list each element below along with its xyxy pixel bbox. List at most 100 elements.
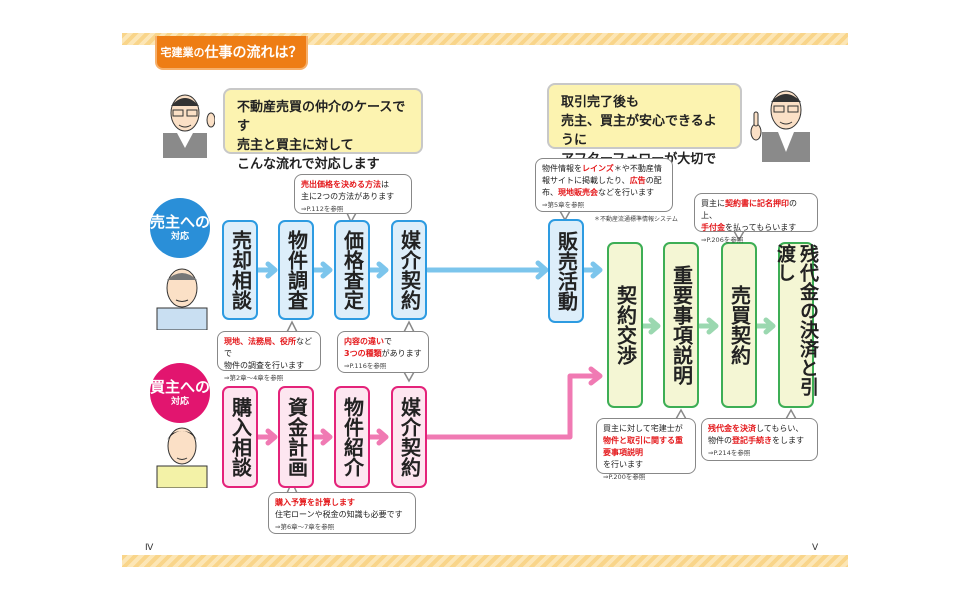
step-label: 媒介契約 (397, 397, 422, 477)
note-text: 買主に対して宅建士が (603, 424, 683, 433)
step-buyer-brokerage-contract[interactable]: 媒介契約 (391, 386, 427, 488)
note-important-matters: 買主に対して宅建士が 物件と取引に関する重要事項説明 を行います ⇒P.200を… (596, 418, 696, 481)
step-seller-brokerage-contract[interactable]: 媒介契約 (391, 220, 427, 320)
note-text: 物件情報を (542, 164, 582, 173)
bottom-stripe (122, 555, 848, 567)
arrow-buyer-1 (255, 428, 278, 446)
arrow-seller-to-sales (425, 260, 549, 280)
step-label: 購入相談 (228, 397, 253, 477)
arrow-closing-3 (754, 317, 776, 335)
step-sales-activity[interactable]: 販売活動 (548, 219, 584, 323)
step-label: 物件調査 (284, 230, 309, 310)
note-text: をします (772, 436, 804, 445)
note-text: などを行います (598, 188, 654, 197)
page-title: 宅建業の 仕事の流れは？ (155, 36, 308, 70)
title-big: 仕事の流れは？ (204, 45, 303, 61)
note-reference: ⇒P.112を参照 (301, 205, 344, 213)
footnote-reins: ＊不動産流通標準情報システム (594, 216, 678, 223)
note-highlight: 3つの種類 (344, 349, 382, 358)
step-price-assessment[interactable]: 価格査定 (334, 220, 370, 320)
note-highlight: 売出価格を決める方法 (301, 180, 381, 189)
arrow-seller-3 (367, 261, 389, 279)
arrow-buyer-to-negotiation (425, 366, 603, 440)
note-text: を払ってもらいます (725, 223, 797, 232)
note-reference: ⇒P.206を参照 (701, 236, 744, 244)
note-reference: ⇒P.200を参照 (603, 473, 646, 481)
note-highlight: 登記手続き (732, 436, 772, 445)
speech-left-line: 売主と買主に対して (237, 138, 354, 153)
buyer-circle: 買主への 対応 (150, 363, 210, 423)
buyer-circle-label: 買主への (150, 377, 211, 396)
buyer-circle-sub: 対応 (170, 396, 189, 407)
page-number-right: Ⅴ (812, 543, 819, 553)
page-number-left: Ⅳ (145, 543, 154, 553)
note-funding: 購入予算を計算します 住宅ローンや税金の知識も必要です ⇒第6章〜7章を参照 (268, 492, 416, 534)
agent-illustration-left (155, 88, 216, 158)
note-highlight: 現地、法務局、役所 (224, 337, 296, 346)
note-highlight: 内容の違い (344, 337, 384, 346)
step-property-introduction[interactable]: 物件紹介 (334, 386, 370, 488)
seller-circle-label: 売主への (150, 212, 211, 231)
seller-illustration (153, 262, 211, 331)
note-text: は (381, 180, 389, 189)
step-label: 価格査定 (340, 230, 365, 310)
note-reference: ⇒第5章を参照 (542, 201, 585, 209)
note-text: があります (381, 349, 422, 358)
arrow-closing-2 (697, 317, 719, 335)
step-property-survey[interactable]: 物件調査 (278, 220, 314, 320)
arrow-buyer-2 (310, 428, 333, 446)
note-sales-contract: 買主に契約書に記名押印の上、 手付金を払ってもらいます ⇒P.206を参照 (694, 193, 818, 244)
tail-contract-down (403, 371, 415, 383)
note-settlement: 残代金を決済してもらい、 物件の登記手続きをします ⇒P.214を参照 (701, 418, 818, 461)
step-label: 重要事項説明 (669, 265, 694, 385)
seller-circle-sub: 対応 (170, 231, 189, 242)
step-label: 残代金の決済と引渡し (774, 244, 819, 396)
step-seller-consultation[interactable]: 売却相談 (222, 220, 258, 320)
tail-settlement (785, 408, 797, 420)
note-text: ＊や不動産情 (613, 164, 662, 173)
note-survey: 現地、法務局、役所などで 物件の調査を行います ⇒第2章〜4章を参照 (217, 331, 321, 382)
note-text: 主に2つの方法があります (301, 192, 395, 201)
note-text: 布、 (542, 188, 558, 197)
note-text: 物件の (708, 436, 732, 445)
step-label: 物件紹介 (340, 397, 365, 477)
note-text: 報サイトに掲載したり、 (542, 176, 630, 185)
step-label: 売買契約 (727, 285, 752, 365)
buyer-illustration (153, 420, 211, 489)
step-label: 販売活動 (554, 231, 579, 311)
speech-right-line: 取引完了後も (561, 95, 640, 110)
note-text: 住宅ローンや税金の知識も必要です (275, 510, 403, 519)
step-negotiation[interactable]: 契約交渉 (607, 242, 643, 408)
step-important-matters[interactable]: 重要事項説明 (663, 242, 699, 408)
arrow-seller-1 (255, 261, 278, 279)
speech-left-line: 不動産売買の仲介のケースです (237, 100, 406, 134)
step-label: 媒介契約 (397, 230, 422, 310)
step-settlement-delivery[interactable]: 残代金の決済と引渡し (774, 242, 819, 408)
speech-right-line: 売主、買主が安心できるように (561, 114, 717, 148)
title-small: 宅建業の (160, 46, 205, 59)
step-buyer-consultation[interactable]: 購入相談 (222, 386, 258, 488)
step-label: 売却相談 (228, 230, 253, 310)
note-highlight: 広告 (629, 176, 646, 185)
step-label: 契約交渉 (613, 285, 638, 365)
note-reference: ⇒第2章〜4章を参照 (224, 374, 284, 382)
note-highlight: レインズ (582, 164, 614, 173)
note-text: の上、 (701, 199, 797, 220)
note-text: 物件の調査を行います (224, 361, 304, 370)
tail-survey (286, 320, 298, 333)
note-text: してもらい、 (756, 424, 804, 433)
seller-circle: 売主への 対応 (150, 198, 210, 258)
arrow-seller-2 (310, 261, 333, 279)
step-funding-plan[interactable]: 資金計画 (278, 386, 314, 488)
note-text: の配 (645, 176, 662, 185)
note-highlight: 購入予算を計算します (275, 498, 355, 507)
note-reference: ⇒P.214を参照 (708, 449, 751, 457)
step-sales-contract[interactable]: 売買契約 (721, 242, 757, 408)
note-reference: ⇒第6章〜7章を参照 (275, 523, 335, 531)
agent-illustration-right (748, 80, 813, 162)
speech-left-line: こんな流れで対応します (237, 157, 380, 172)
note-text: で (384, 337, 392, 346)
note-reference: ⇒P.116を参照 (344, 362, 387, 370)
note-text: 買主に (701, 199, 725, 208)
